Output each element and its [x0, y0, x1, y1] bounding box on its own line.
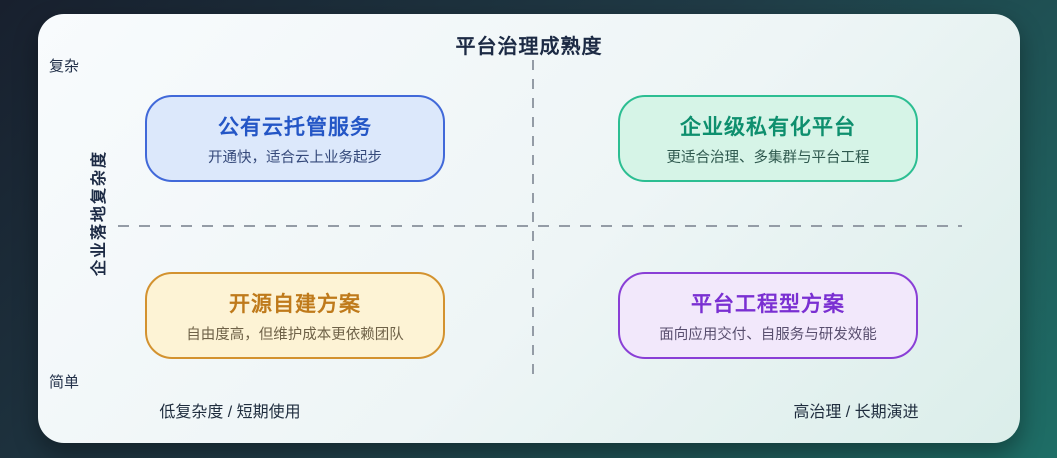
- quadrant-subtitle: 开通快，适合云上业务起步: [208, 149, 382, 166]
- horizontal-dashed-divider: [118, 225, 962, 227]
- x-axis-right-label: 高治理 / 长期演进: [793, 404, 919, 421]
- y-axis-label: 企业落地复杂度: [91, 150, 108, 277]
- quadrant-open-source-self-built: 开源自建方案 自由度高，但维护成本更依赖团队: [145, 272, 445, 359]
- quadrant-subtitle: 面向应用交付、自服务与研发效能: [659, 326, 877, 343]
- quadrant-title: 平台工程型方案: [691, 292, 845, 316]
- y-axis-top-label: 复杂: [49, 58, 80, 75]
- quadrant-title: 企业级私有化平台: [680, 115, 856, 139]
- matrix-card: 平台治理成熟度 复杂 企业落地复杂度 简单 公有云托管服务 开通快，适合云上业务…: [38, 14, 1020, 443]
- quadrant-subtitle: 更适合治理、多集群与平台工程: [666, 149, 870, 166]
- quadrant-platform-engineering: 平台工程型方案 面向应用交付、自服务与研发效能: [618, 272, 918, 359]
- quadrant-enterprise-private-platform: 企业级私有化平台 更适合治理、多集群与平台工程: [618, 95, 918, 182]
- vertical-dashed-divider: [532, 60, 534, 380]
- y-axis-bottom-label: 简单: [49, 374, 80, 391]
- quadrant-public-cloud-managed: 公有云托管服务 开通快，适合云上业务起步: [145, 95, 445, 182]
- chart-title: 平台治理成熟度: [455, 36, 603, 58]
- quadrant-title: 公有云托管服务: [218, 115, 372, 139]
- x-axis-left-label: 低复杂度 / 短期使用: [159, 404, 301, 421]
- quadrant-title: 开源自建方案: [229, 292, 361, 316]
- quadrant-subtitle: 自由度高，但维护成本更依赖团队: [186, 326, 404, 343]
